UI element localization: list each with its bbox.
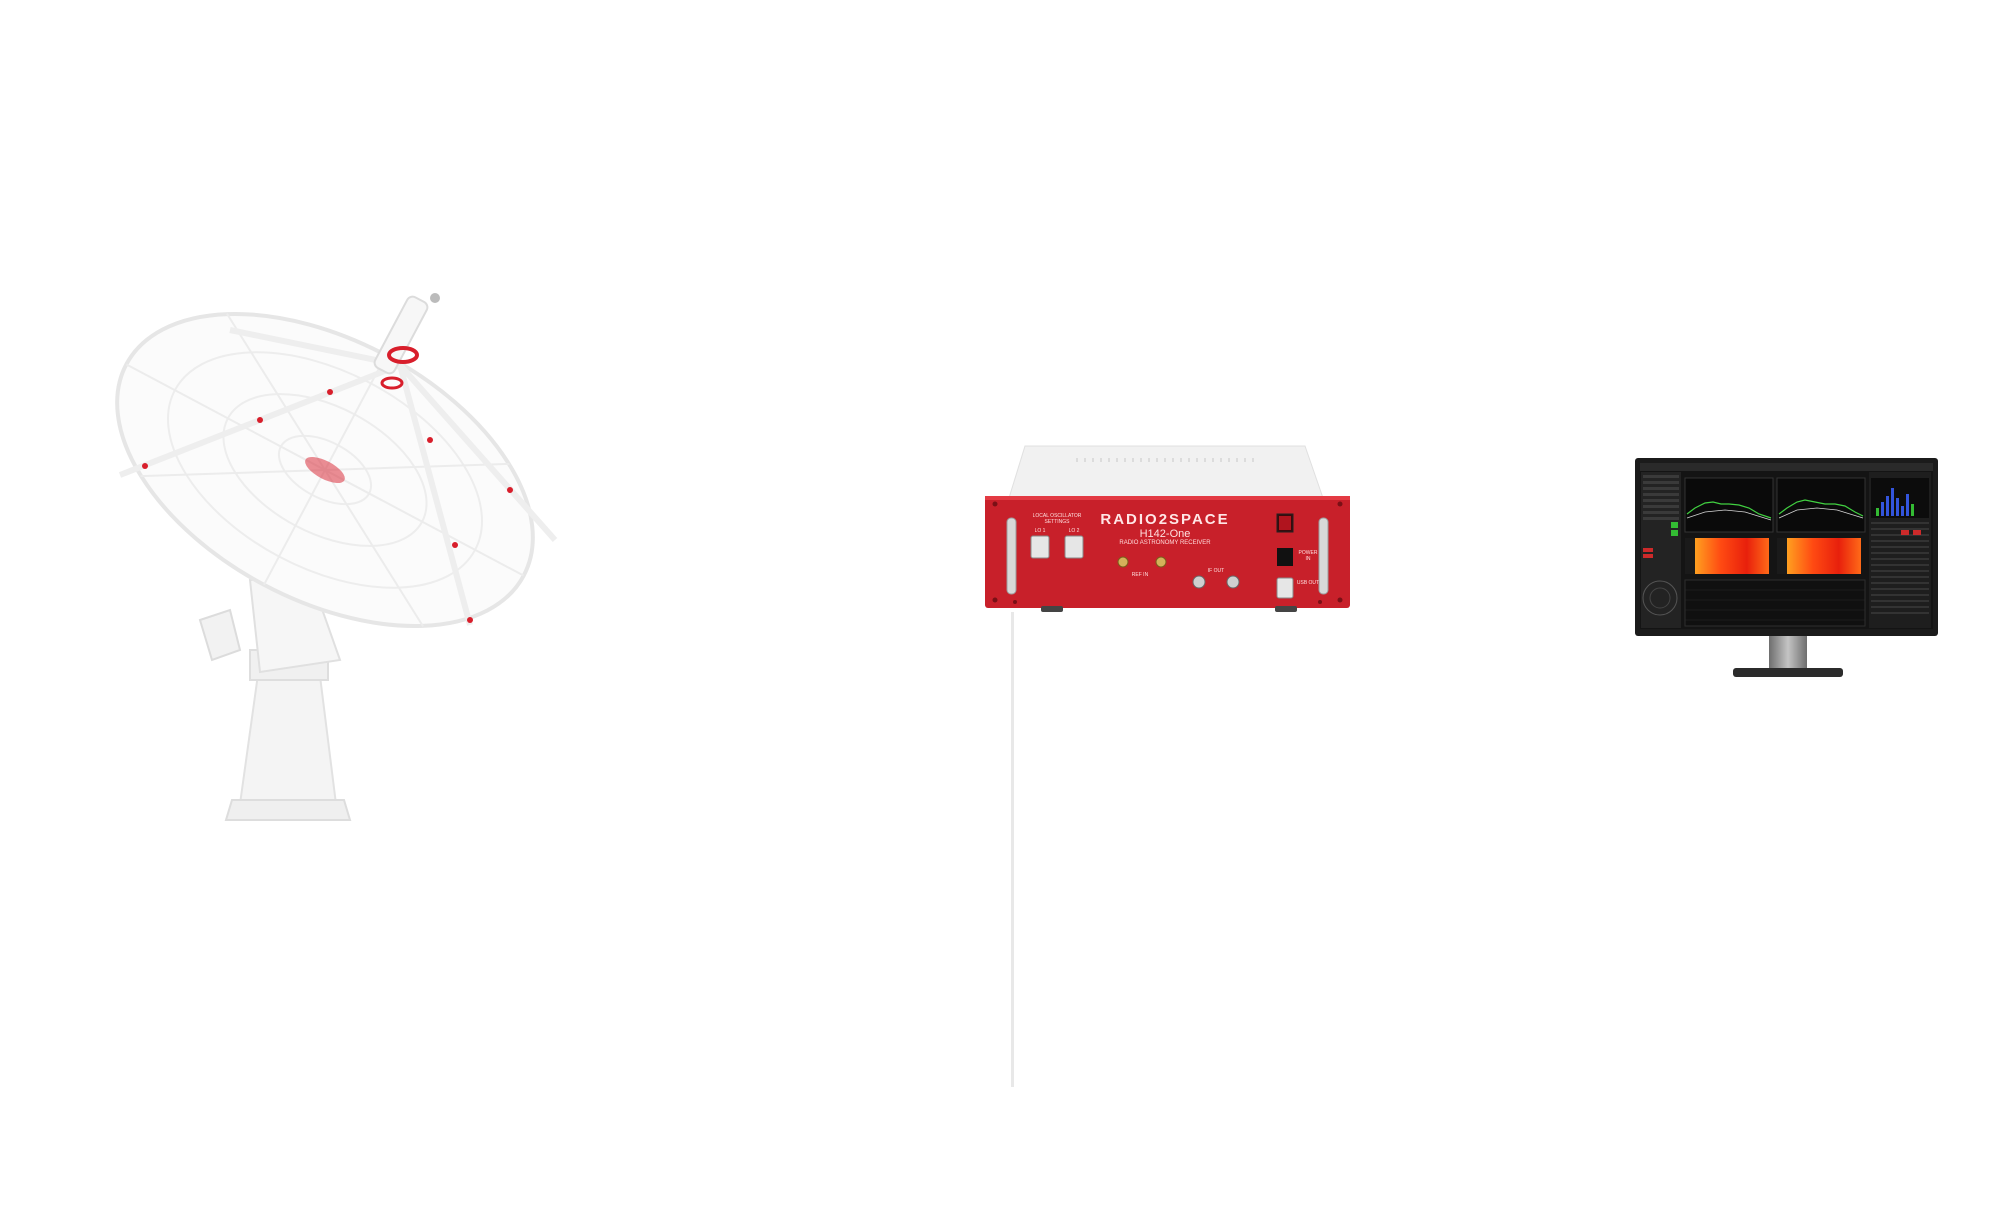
ref-in-label: REF IN [1131, 572, 1149, 578]
receiver-subtitle: RADIO ASTRONOMY RECEIVER [1119, 540, 1211, 546]
receiver-model: H142-One [1139, 528, 1191, 540]
usb-out-label: USB OUT [1296, 580, 1320, 586]
computer-monitor [1635, 458, 1938, 677]
receiver-cable [1011, 612, 1014, 1087]
receiver-chassis [985, 445, 1350, 612]
lo1-label: LO 1 [1034, 528, 1046, 534]
if-out-label: IF OUT [1207, 568, 1225, 574]
radio-telescope-dish [115, 293, 558, 821]
receiver-unit: RADIO2SPACE H142-One RADIO ASTRONOMY REC… [985, 440, 1350, 615]
receiver-brand: RADIO2SPACE [1100, 511, 1230, 528]
lo2-label: LO 2 [1068, 528, 1080, 534]
power-in-label: POWER IN [1298, 550, 1318, 562]
lo-settings-label: LOCAL OSCILLATOR SETTINGS [1032, 513, 1082, 525]
